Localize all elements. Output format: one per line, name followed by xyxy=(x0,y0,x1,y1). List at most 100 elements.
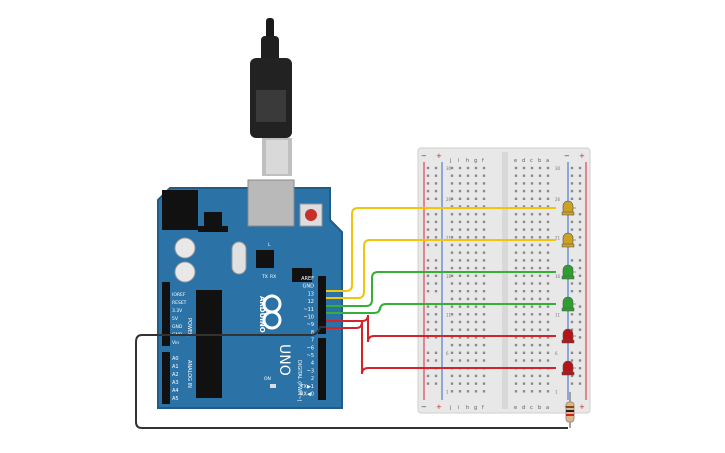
breadboard-hole[interactable] xyxy=(538,382,542,385)
rail-hole[interactable] xyxy=(570,351,574,354)
rail-hole[interactable] xyxy=(578,367,582,370)
rail-hole[interactable] xyxy=(434,274,438,277)
breadboard-hole[interactable] xyxy=(482,205,486,208)
rail-hole[interactable] xyxy=(426,282,430,285)
led-green[interactable] xyxy=(561,296,576,312)
rail-hole[interactable] xyxy=(578,320,582,324)
breadboard-hole[interactable] xyxy=(514,251,518,254)
rail-hole[interactable] xyxy=(426,220,430,224)
breadboard-hole[interactable] xyxy=(450,213,454,216)
breadboard-hole[interactable] xyxy=(530,220,534,224)
breadboard-hole[interactable] xyxy=(450,343,454,347)
breadboard-hole[interactable] xyxy=(466,374,470,378)
breadboard-hole[interactable] xyxy=(522,213,526,216)
breadboard-hole[interactable] xyxy=(538,243,542,247)
breadboard-hole[interactable] xyxy=(466,320,470,324)
breadboard-hole[interactable] xyxy=(530,266,534,270)
breadboard-hole[interactable] xyxy=(466,359,470,362)
breadboard-hole[interactable] xyxy=(538,189,542,193)
digital-header-upper[interactable] xyxy=(318,276,326,334)
analog-header[interactable] xyxy=(162,352,170,404)
breadboard-hole[interactable] xyxy=(514,236,518,239)
breadboard-hole[interactable] xyxy=(482,290,486,293)
breadboard-hole[interactable] xyxy=(514,182,518,185)
breadboard-hole[interactable] xyxy=(530,197,534,200)
breadboard-hole[interactable] xyxy=(474,266,478,270)
rail-hole[interactable] xyxy=(578,305,582,308)
breadboard-hole[interactable] xyxy=(530,213,534,216)
breadboard-hole[interactable] xyxy=(466,251,470,254)
led-yellow[interactable] xyxy=(561,232,576,248)
rail-hole[interactable] xyxy=(578,236,582,239)
rail-hole[interactable] xyxy=(434,351,438,354)
breadboard-hole[interactable] xyxy=(546,297,550,301)
rail-hole[interactable] xyxy=(578,259,582,262)
breadboard-hole[interactable] xyxy=(474,290,478,293)
breadboard-hole[interactable] xyxy=(466,236,470,239)
breadboard-hole[interactable] xyxy=(450,313,454,316)
breadboard-hole[interactable] xyxy=(522,320,526,324)
breadboard-hole[interactable] xyxy=(458,213,462,216)
breadboard-hole[interactable] xyxy=(482,336,486,339)
breadboard-hole[interactable] xyxy=(482,382,486,385)
wire-red-pin-9[interactable] xyxy=(326,314,556,343)
breadboard-hole[interactable] xyxy=(450,166,454,170)
rail-hole[interactable] xyxy=(578,174,582,177)
breadboard-hole[interactable] xyxy=(514,313,518,316)
breadboard-hole[interactable] xyxy=(546,320,550,324)
breadboard-hole[interactable] xyxy=(546,328,550,331)
breadboard-hole[interactable] xyxy=(482,320,486,324)
rail-hole[interactable] xyxy=(570,259,574,262)
rail-hole[interactable] xyxy=(578,328,582,331)
rail-hole[interactable] xyxy=(570,182,574,185)
breadboard-hole[interactable] xyxy=(450,228,454,231)
breadboard-hole[interactable] xyxy=(522,282,526,285)
breadboard-hole[interactable] xyxy=(482,189,486,193)
breadboard-hole[interactable] xyxy=(530,328,534,331)
breadboard-hole[interactable] xyxy=(474,336,478,339)
breadboard-hole[interactable] xyxy=(514,228,518,231)
breadboard-hole[interactable] xyxy=(530,374,534,378)
breadboard-hole[interactable] xyxy=(466,282,470,285)
breadboard-hole[interactable] xyxy=(530,228,534,231)
rail-hole[interactable] xyxy=(426,382,430,385)
breadboard-hole[interactable] xyxy=(466,213,470,216)
breadboard-hole[interactable] xyxy=(458,236,462,239)
breadboard-hole[interactable] xyxy=(538,182,542,185)
rail-hole[interactable] xyxy=(434,359,438,362)
breadboard-hole[interactable] xyxy=(546,174,550,177)
breadboard-hole[interactable] xyxy=(458,166,462,170)
rail-hole[interactable] xyxy=(426,351,430,354)
breadboard-hole[interactable] xyxy=(482,305,486,308)
breadboard-hole[interactable] xyxy=(522,174,526,177)
wire-green-pin-10[interactable] xyxy=(326,303,556,314)
breadboard-hole[interactable] xyxy=(530,236,534,239)
breadboard-hole[interactable] xyxy=(522,382,526,385)
rail-hole[interactable] xyxy=(434,282,438,285)
breadboard-hole[interactable] xyxy=(522,351,526,354)
breadboard-hole[interactable] xyxy=(538,374,542,378)
breadboard-hole[interactable] xyxy=(482,343,486,347)
rail-hole[interactable] xyxy=(578,359,582,362)
breadboard-hole[interactable] xyxy=(482,213,486,216)
rail-hole[interactable] xyxy=(578,228,582,231)
breadboard-hole[interactable] xyxy=(450,220,454,224)
breadboard-hole[interactable] xyxy=(530,182,534,185)
breadboard-hole[interactable] xyxy=(514,259,518,262)
rail-hole[interactable] xyxy=(570,328,574,331)
wire-yellow-pin-13[interactable] xyxy=(326,207,556,292)
led-red[interactable] xyxy=(561,328,576,344)
breadboard-hole[interactable] xyxy=(530,359,534,362)
rail-hole[interactable] xyxy=(434,189,438,193)
breadboard-hole[interactable] xyxy=(458,174,462,177)
breadboard-hole[interactable] xyxy=(466,182,470,185)
breadboard-hole[interactable] xyxy=(474,343,478,347)
rail-hole[interactable] xyxy=(578,166,582,170)
breadboard-hole[interactable] xyxy=(458,259,462,262)
breadboard-hole[interactable] xyxy=(458,290,462,293)
breadboard-hole[interactable] xyxy=(450,297,454,301)
breadboard-hole[interactable] xyxy=(450,205,454,208)
breadboard-hole[interactable] xyxy=(474,259,478,262)
breadboard-hole[interactable] xyxy=(530,320,534,324)
rail-hole[interactable] xyxy=(426,213,430,216)
